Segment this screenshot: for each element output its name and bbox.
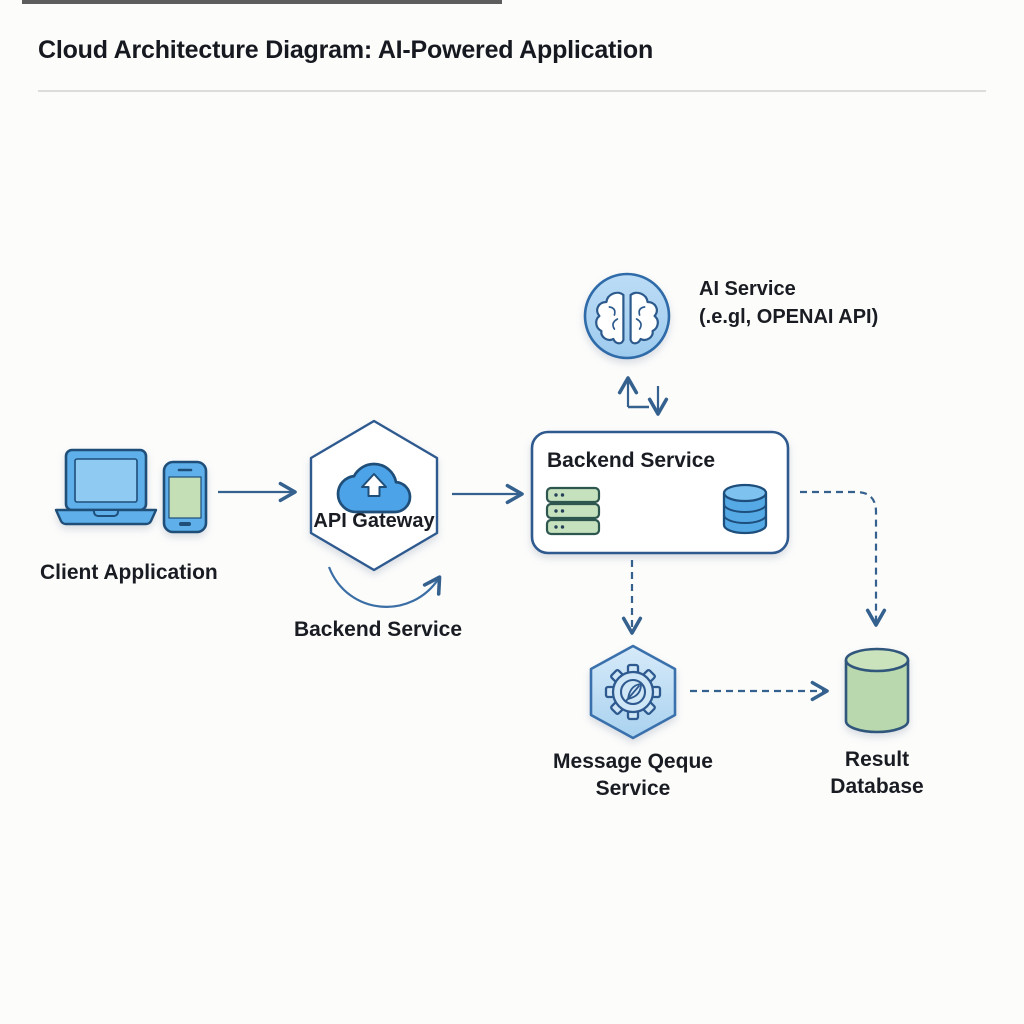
cloud-upload-icon bbox=[336, 462, 412, 514]
result-database-cylinder-icon bbox=[844, 647, 910, 734]
server-stack-icon bbox=[545, 486, 601, 536]
page-title: Cloud Architecture Diagram: AI-Powered A… bbox=[38, 36, 654, 64]
arrow-backend-to-resultdb bbox=[800, 490, 887, 627]
message-queue-label: Message Qeque Service bbox=[531, 748, 735, 802]
database-cylinder-icon bbox=[722, 483, 768, 535]
message-queue-label-line2: Service bbox=[595, 777, 671, 800]
message-queue-label-line1: Message Qeque bbox=[553, 750, 713, 773]
ai-service-circle bbox=[583, 272, 671, 360]
ai-service-subtitle: (.e.gl, OPENAI API) bbox=[699, 306, 879, 328]
top-edge-artifact bbox=[22, 0, 502, 4]
result-database-label: Result Database bbox=[815, 746, 939, 800]
arrow-gateway-loop bbox=[327, 566, 442, 608]
client-application-label: Client Application bbox=[40, 561, 218, 584]
api-gateway-label: API Gateway bbox=[313, 510, 435, 532]
gateway-flow-label: Backend Service bbox=[293, 618, 463, 641]
laptop-icon bbox=[54, 448, 158, 526]
result-database-label-line2: Database bbox=[830, 775, 924, 798]
backend-service-title: Backend Service bbox=[547, 449, 716, 472]
smartphone-icon bbox=[162, 460, 208, 534]
ai-service-label: AI Service (.e.gl, OPENAI API) bbox=[699, 275, 878, 331]
gear-icon bbox=[604, 663, 662, 721]
title-divider bbox=[38, 90, 986, 92]
arrow-backend-to-ai bbox=[617, 376, 649, 409]
ai-service-title: AI Service bbox=[699, 278, 796, 300]
brain-icon bbox=[595, 291, 659, 345]
result-database-label-line1: Result bbox=[844, 748, 910, 771]
